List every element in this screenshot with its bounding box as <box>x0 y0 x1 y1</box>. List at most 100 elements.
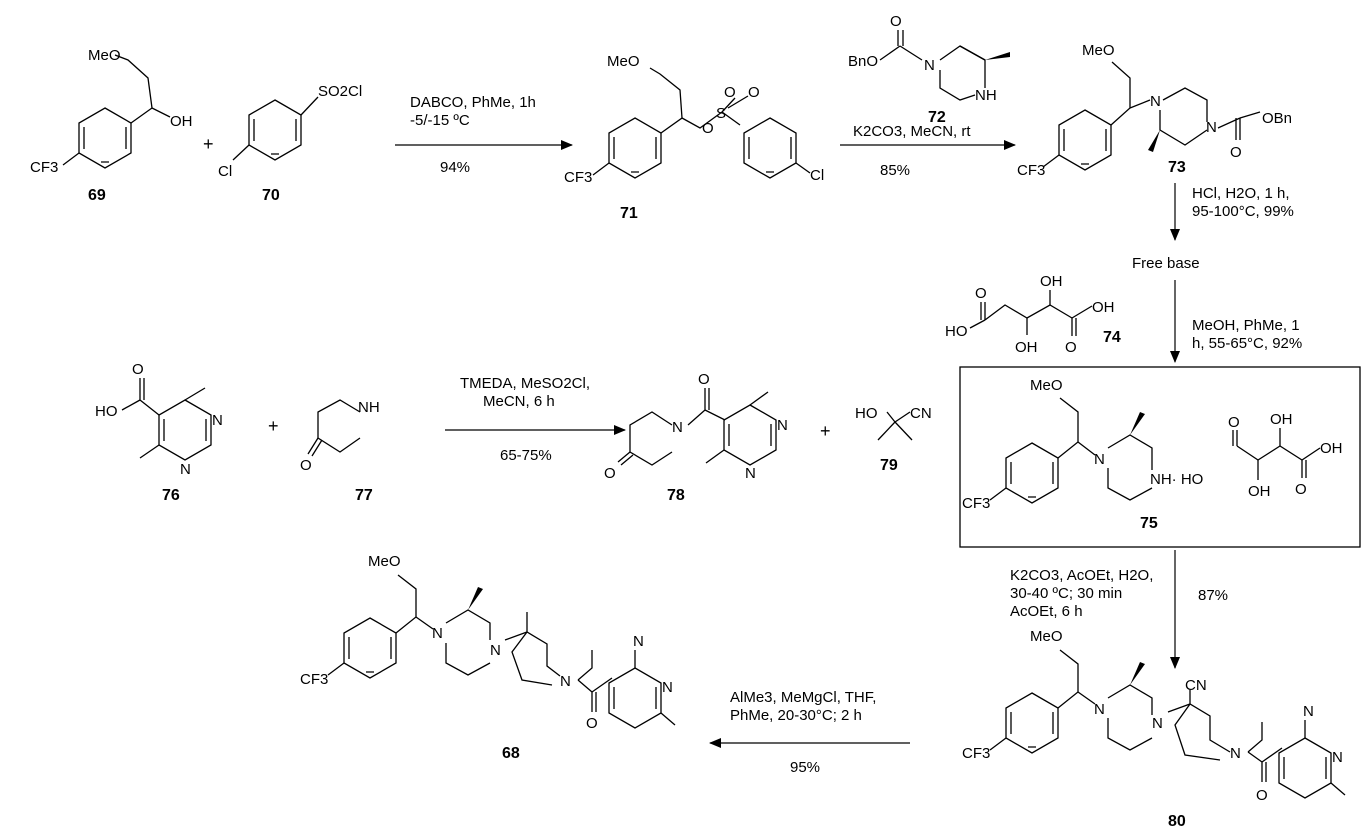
compound-80: MeO N N CN N O N N CF3 80 <box>962 628 1346 830</box>
carbonyl-oxygen-label: O <box>132 361 144 378</box>
hydroxyl-label-2: OH <box>1320 440 1343 457</box>
oxygen-label: O <box>702 120 714 137</box>
step7-reagents: AlMe3, MeMgCl, THF, <box>730 689 876 706</box>
nitrile-label: CN <box>910 405 932 422</box>
step5-yield: 65-75% <box>500 447 552 464</box>
sulfur-label: S <box>716 105 726 122</box>
ketone-oxygen-label: O <box>604 465 616 482</box>
methoxy-label: MeO <box>607 53 640 70</box>
plus-sign: + <box>203 134 214 154</box>
hydroxyl-label-4: OH <box>1015 339 1038 356</box>
pyrimidine-nitrogen-2: N <box>1303 703 1314 720</box>
step4-conditions: h, 55-65°C, 92% <box>1192 335 1302 352</box>
methoxy-label: MeO <box>88 47 121 64</box>
oxygen-label-1: O <box>1228 414 1240 431</box>
compound-number-76: 76 <box>162 487 180 504</box>
cf3-label: CF3 <box>30 159 58 176</box>
amine-label: NH <box>358 399 380 416</box>
nitrogen-label: N <box>1094 451 1105 468</box>
oxygen-label-2: O <box>1295 481 1307 498</box>
hydroxyl-label: HO <box>855 405 878 422</box>
pyrimidine-nitrogen-2: N <box>633 633 644 650</box>
compound-76: O HO N N 76 <box>95 361 223 504</box>
step1-yield: 94% <box>440 159 470 176</box>
methoxy-label: MeO <box>1030 377 1063 394</box>
step1-conditions: -5/-15 ºC <box>410 112 470 129</box>
step5-reagents: TMEDA, MeSO2Cl, <box>460 375 590 392</box>
nitrogen-label-2: N <box>1206 119 1217 136</box>
hydroxyl-label-1: HO <box>945 323 968 340</box>
pyrimidine-nitrogen-1: N <box>777 417 788 434</box>
nitrogen-label-1: N <box>212 412 223 429</box>
step6-reagents: K2CO3, AcOEt, H2O, <box>1010 567 1153 584</box>
amide-nitrogen-label: N <box>1230 745 1241 762</box>
nitrogen-label-2: N <box>1152 715 1163 732</box>
step5-conditions: MeCN, 6 h <box>483 393 555 410</box>
compound-number-78: 78 <box>667 487 685 504</box>
benzyloxy-label: BnO <box>848 53 878 70</box>
compound-74: O HO OH OH OH O 74 <box>945 273 1121 356</box>
compound-number-79: 79 <box>880 457 898 474</box>
cf3-label: CF3 <box>962 745 990 762</box>
nitrogen-label-2: N <box>180 461 191 478</box>
cf3-label: CF3 <box>962 495 990 512</box>
hydroxyl-label: OH <box>170 113 193 130</box>
oxygen-label-2: O <box>1065 339 1077 356</box>
pyrimidine-nitrogen-2: N <box>745 465 756 482</box>
compound-number-68: 68 <box>502 745 520 762</box>
sulfonyl-oxygen-label: O <box>724 84 736 101</box>
cf3-label: CF3 <box>1017 162 1045 179</box>
step3-conditions: 95-100°C, 99% <box>1192 203 1294 220</box>
nitrogen-label-1: N <box>432 625 443 642</box>
carbonyl-oxygen-label: O <box>890 13 902 30</box>
methoxy-label: MeO <box>368 553 401 570</box>
step3-reagents: HCl, H2O, 1 h, <box>1192 185 1290 202</box>
hydroxyl-label-2: OH <box>1040 273 1063 290</box>
cf3-label: CF3 <box>564 169 592 186</box>
step6-workup: AcOEt, 6 h <box>1010 603 1083 620</box>
hydroxyl-label: HO <box>95 403 118 420</box>
compound-number-73: 73 <box>1168 159 1186 176</box>
pyrimidine-nitrogen-1: N <box>1332 749 1343 766</box>
compound-75-highlight-box <box>959 366 1361 548</box>
step6-yield: 87% <box>1198 587 1228 604</box>
benzyloxy-label: OBn <box>1262 110 1292 127</box>
oxygen-label-1: O <box>975 285 987 302</box>
amine-tartrate-salt-label: NH· HO <box>1150 471 1203 488</box>
pyrimidine-nitrogen-1: N <box>662 679 673 696</box>
compound-68: MeO N N N O N N CF3 68 <box>300 553 676 762</box>
compound-78: O N O N N 78 <box>604 371 788 504</box>
amide-nitrogen-label: N <box>560 673 571 690</box>
methoxy-label: MeO <box>1030 628 1063 645</box>
step7-conditions: PhMe, 20-30°C; 2 h <box>730 707 862 724</box>
hydroxyl-label-3: OH <box>1248 483 1271 500</box>
step2-yield: 85% <box>880 162 910 179</box>
carbonyl-oxygen-label: O <box>1230 144 1242 161</box>
plus-sign-3: + <box>820 421 831 441</box>
compound-number-75: 75 <box>1140 515 1158 532</box>
compound-number-72: 72 <box>928 109 946 126</box>
compound-77: NH O 77 <box>300 399 380 504</box>
amine-label: NH <box>975 87 997 104</box>
carbonyl-oxygen-label: O <box>586 715 598 732</box>
sulfonyl-chloride-label: SO2Cl <box>318 83 362 100</box>
compound-72: O BnO N NH 72 <box>848 13 1010 126</box>
carbonyl-oxygen-label: O <box>300 457 312 474</box>
nitrile-label: CN <box>1185 677 1207 694</box>
hydroxyl-label-3: OH <box>1092 299 1115 316</box>
compound-75: MeO N NH· HO O OH OH OH O CF3 75 <box>962 377 1343 532</box>
step6-conditions: 30-40 ºC; 30 min <box>1010 585 1122 602</box>
step1-reagents: DABCO, PhMe, 1h <box>410 94 536 111</box>
compound-number-74: 74 <box>1103 329 1121 346</box>
chloro-label: Cl <box>218 163 232 180</box>
plus-sign-2: + <box>268 416 279 436</box>
nitrogen-label: N <box>924 57 935 74</box>
carbonyl-oxygen-label-1: O <box>698 371 710 388</box>
compound-69: MeO OH CF3 69 <box>30 47 193 204</box>
compound-71: MeO O S O O Cl CF3 71 <box>564 53 824 222</box>
nitrogen-label-1: N <box>1094 701 1105 718</box>
nitrogen-label-1: N <box>1150 93 1161 110</box>
step7-yield: 95% <box>790 759 820 776</box>
compound-number-71: 71 <box>620 205 638 222</box>
compound-number-77: 77 <box>355 487 373 504</box>
